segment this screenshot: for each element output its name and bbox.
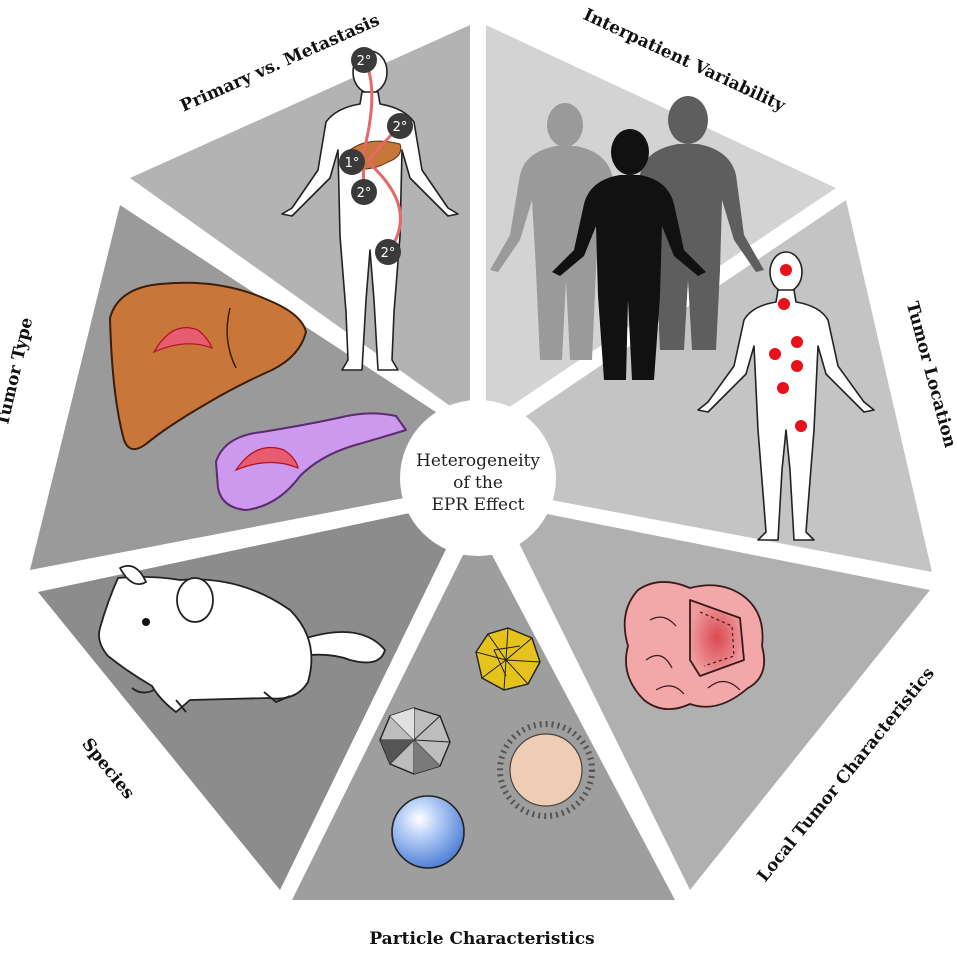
svg-text:2°: 2° [393, 120, 408, 135]
metastasis-figure: 2° 2° 1° 2° 2° [281, 47, 459, 371]
blue-sphere [391, 795, 465, 869]
badge-secondary-abdomen: 2° [351, 179, 377, 205]
liver [109, 281, 307, 451]
tumor-block [623, 581, 766, 710]
badge-secondary-chest: 2° [387, 113, 413, 139]
mouse [98, 564, 386, 713]
svg-text:2°: 2° [357, 54, 372, 69]
liposome [497, 721, 595, 819]
center-hub: Heterogeneity of the EPR Effect [400, 400, 556, 556]
badge-secondary-leg: 2° [375, 239, 401, 265]
tumor-dots [769, 264, 807, 432]
mouse-ear [176, 577, 214, 623]
label-species: Species [77, 735, 138, 804]
label-tumor-location: Tumor Location [902, 300, 957, 450]
body-outline [281, 91, 459, 371]
center-line-1: Heterogeneity [416, 451, 540, 471]
tumor-location-figure [697, 251, 875, 541]
center-line-3: EPR Effect [432, 495, 525, 515]
badge-secondary-head: 2° [351, 47, 377, 73]
silhouette-black [552, 129, 706, 380]
label-tumor-type: Tumor Type [0, 315, 37, 428]
mouse-ear-front [119, 564, 147, 586]
badges: 2° 2° 1° 2° 2° [339, 47, 413, 265]
tl-body-outline [697, 289, 875, 541]
gold-particle [475, 627, 541, 691]
silhouettes [490, 96, 764, 380]
badge-primary-liver: 1° [339, 149, 365, 175]
mouse-tail [299, 631, 386, 664]
segment-particle-characteristics [292, 555, 675, 900]
center-line-2: of the [453, 473, 503, 493]
svg-text:2°: 2° [381, 246, 396, 261]
mouse-eye [142, 618, 150, 626]
svg-text:2°: 2° [357, 186, 372, 201]
label-particle-characteristics: Particle Characteristics [369, 929, 594, 949]
gray-particle [379, 707, 451, 775]
svg-text:1°: 1° [345, 156, 360, 171]
pancreas [215, 412, 407, 511]
center-circle [400, 400, 556, 556]
